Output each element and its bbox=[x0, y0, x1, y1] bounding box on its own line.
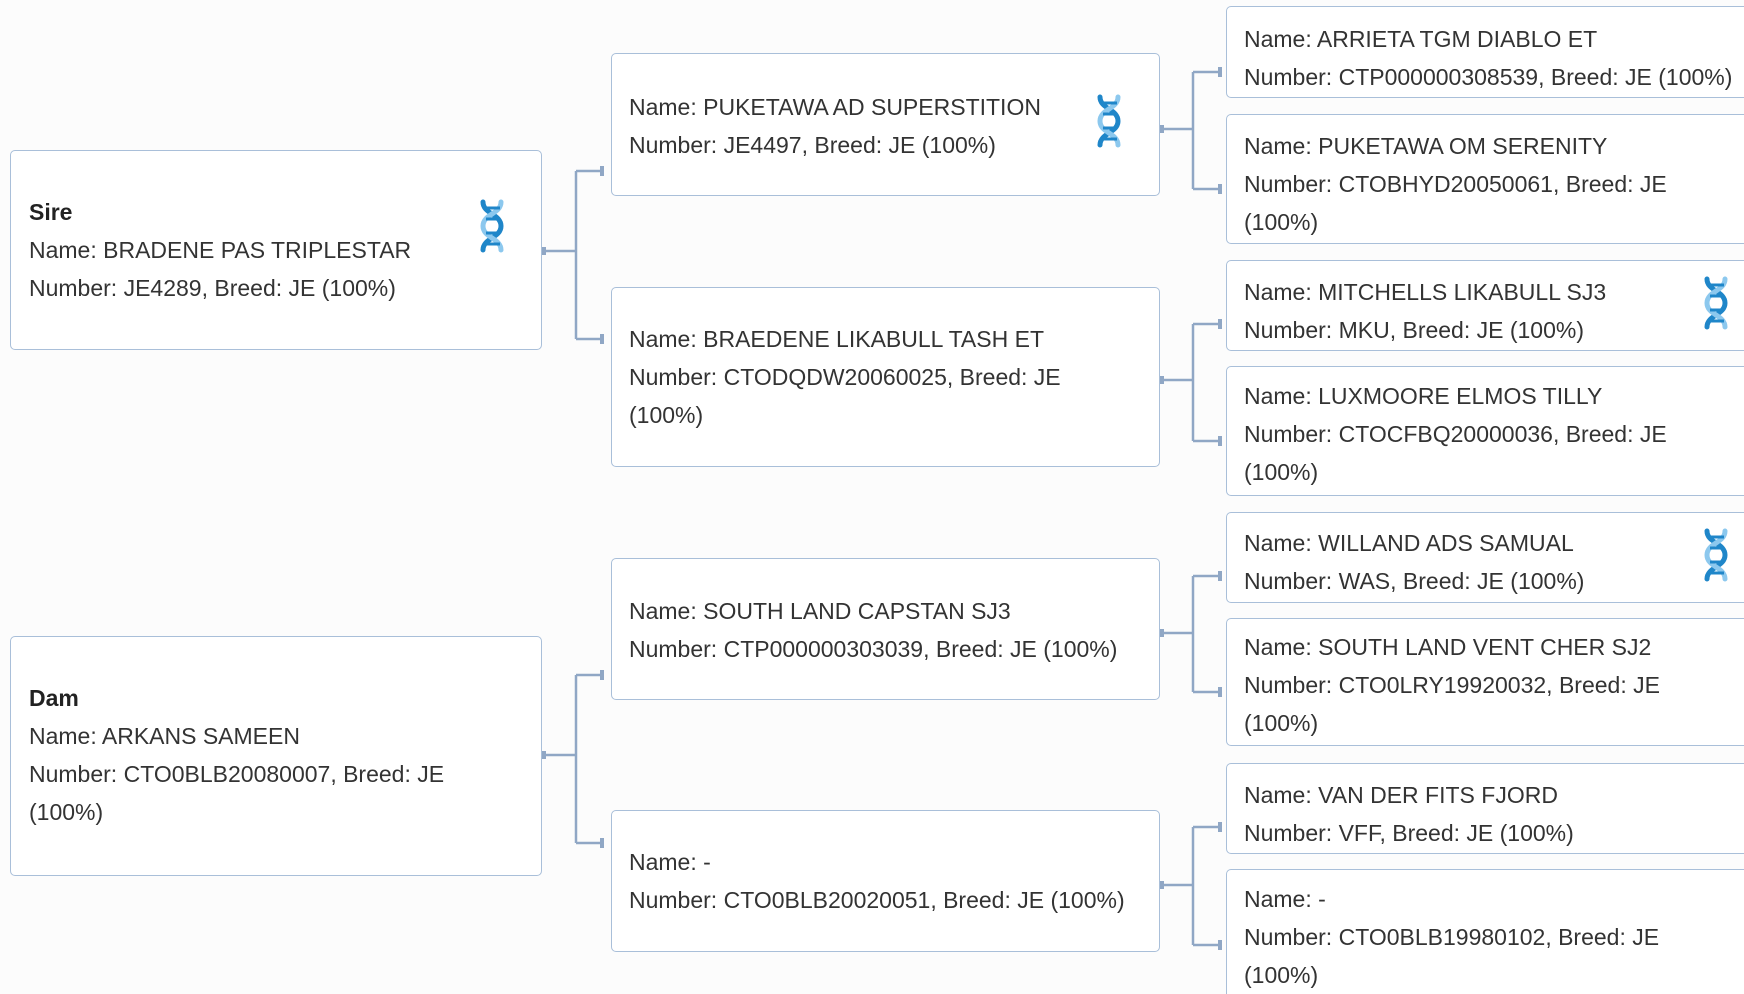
sire-dam-card[interactable]: Name: BRAEDENE LIKABULL TASH ET Number: … bbox=[611, 287, 1160, 467]
dam-dam-sire-name: Name: VAN DER FITS FJORD bbox=[1244, 782, 1558, 808]
sire-card[interactable]: Sire Name: BRADENE PAS TRIPLESTAR Number… bbox=[10, 150, 542, 350]
dna-helix-icon bbox=[1097, 94, 1121, 148]
dam-sire-dam-name: Name: SOUTH LAND VENT CHER SJ2 bbox=[1244, 634, 1652, 660]
sire-dam-sire-card[interactable]: Name: MITCHELLS LIKABULL SJ3 Number: MKU… bbox=[1226, 260, 1744, 351]
sire-sire-dam-card[interactable]: Name: PUKETAWA OM SERENITY Number: CTOBH… bbox=[1226, 114, 1744, 244]
sire-dam-dam-number: Number: CTOCFBQ20000036, Breed: JE bbox=[1244, 421, 1667, 447]
sire-sire-dam-name: Name: PUKETAWA OM SERENITY bbox=[1244, 133, 1608, 159]
dam-card[interactable]: Dam Name: ARKANS SAMEEN Number: CTO0BLB2… bbox=[10, 636, 542, 876]
dam-sire-dam-number: Number: CTO0LRY19920032, Breed: JE bbox=[1244, 672, 1660, 698]
sire-sire-dam-number: Number: CTOBHYD20050061, Breed: JE bbox=[1244, 171, 1667, 197]
dam-dam-card[interactable]: Name: - Number: CTO0BLB20020051, Breed: … bbox=[611, 810, 1160, 952]
dam-sire-sire-card[interactable]: Name: WILLAND ADS SAMUAL Number: WAS, Br… bbox=[1226, 512, 1744, 603]
sire-sire-name: Name: PUKETAWA AD SUPERSTITION bbox=[629, 94, 1041, 120]
sire-dam-name: Name: BRAEDENE LIKABULL TASH ET bbox=[629, 326, 1044, 352]
dna-helix-icon bbox=[1704, 528, 1728, 582]
sire-dam-number: Number: CTODQDW20060025, Breed: JE bbox=[629, 364, 1061, 390]
dam-dam-sire-card[interactable]: Name: VAN DER FITS FJORD Number: VFF, Br… bbox=[1226, 763, 1744, 854]
sire-name: Name: BRADENE PAS TRIPLESTAR bbox=[29, 237, 412, 263]
sire-dam-dam-name: Name: LUXMOORE ELMOS TILLY bbox=[1244, 383, 1603, 409]
dam-number: Number: CTO0BLB20080007, Breed: JE bbox=[29, 761, 445, 787]
dna-helix-icon bbox=[480, 199, 504, 253]
sire-dam-sire-number: Number: MKU, Breed: JE (100%) bbox=[1244, 317, 1585, 343]
dam-number-cont: (100%) bbox=[29, 799, 104, 825]
sire-sire-card[interactable]: Name: PUKETAWA AD SUPERSTITION Number: J… bbox=[611, 53, 1160, 196]
dam-name: Name: ARKANS SAMEEN bbox=[29, 723, 300, 749]
sire-dam-dam-number-cont: (100%) bbox=[1244, 459, 1319, 485]
sire-sire-number: Number: JE4497, Breed: JE (100%) bbox=[629, 132, 996, 158]
dam-sire-card[interactable]: Name: SOUTH LAND CAPSTAN SJ3 Number: CTP… bbox=[611, 558, 1160, 700]
dam-dam-dam-number: Number: CTO0BLB19980102, Breed: JE bbox=[1244, 924, 1660, 950]
dam-dam-number: Number: CTO0BLB20020051, Breed: JE (100%… bbox=[629, 887, 1125, 913]
dam-sire-sire-name: Name: WILLAND ADS SAMUAL bbox=[1244, 530, 1574, 556]
sire-dam-dam-card[interactable]: Name: LUXMOORE ELMOS TILLY Number: CTOCF… bbox=[1226, 366, 1744, 496]
sire-sire-sire-number: Number: CTP000000308539, Breed: JE (100%… bbox=[1244, 64, 1733, 90]
dam-sire-dam-number-cont: (100%) bbox=[1244, 710, 1319, 736]
dam-sire-dam-card[interactable]: Name: SOUTH LAND VENT CHER SJ2 Number: C… bbox=[1226, 618, 1744, 746]
dam-dam-name: Name: - bbox=[629, 849, 711, 875]
sire-sire-sire-name: Name: ARRIETA TGM DIABLO ET bbox=[1244, 26, 1598, 52]
dam-dam-sire-number: Number: VFF, Breed: JE (100%) bbox=[1244, 820, 1574, 846]
sire-sire-sire-card[interactable]: Name: ARRIETA TGM DIABLO ET Number: CTP0… bbox=[1226, 6, 1744, 98]
dam-sire-number: Number: CTP000000303039, Breed: JE (100%… bbox=[629, 636, 1118, 662]
dam-sire-name: Name: SOUTH LAND CAPSTAN SJ3 bbox=[629, 598, 1011, 624]
sire-number: Number: JE4289, Breed: JE (100%) bbox=[29, 275, 396, 301]
sire-dam-sire-name: Name: MITCHELLS LIKABULL SJ3 bbox=[1244, 279, 1607, 305]
dam-dam-dam-name: Name: - bbox=[1244, 886, 1326, 912]
dam-dam-dam-card[interactable]: Name: - Number: CTO0BLB19980102, Breed: … bbox=[1226, 869, 1744, 994]
dam-dam-dam-number-cont: (100%) bbox=[1244, 962, 1319, 988]
sire-label: Sire bbox=[29, 199, 73, 225]
sire-dam-number-cont: (100%) bbox=[629, 402, 704, 428]
sire-sire-dam-number-cont: (100%) bbox=[1244, 209, 1319, 235]
dna-helix-icon bbox=[1704, 276, 1728, 330]
dam-label: Dam bbox=[29, 685, 79, 711]
dam-sire-sire-number: Number: WAS, Breed: JE (100%) bbox=[1244, 568, 1585, 594]
